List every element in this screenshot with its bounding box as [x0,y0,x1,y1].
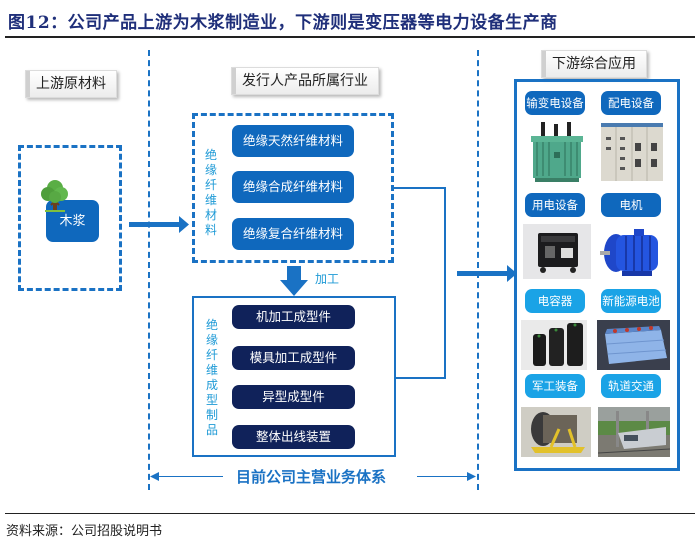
wood-pulp-node: 木浆 [46,200,99,242]
downstream-label: 轨道交通 [601,374,661,398]
upstream-box [18,145,122,291]
material-item: 绝缘合成纤维材料 [232,171,354,203]
products-vertical-label: 绝缘纤维成型制品 [205,318,218,437]
arrow-downstream-head [507,265,517,282]
process-arrow-head [280,280,308,296]
downstream-label: 军工装备 [525,374,585,398]
business-arrow-left [150,472,159,481]
product-item: 整体出线装置 [232,425,355,449]
material-item: 绝缘天然纤维材料 [232,125,354,157]
connector-vertical [444,187,446,379]
downstream-box [514,79,680,471]
wood-pulp-label: 木浆 [59,214,86,229]
source-note: 资料来源：公司招股说明书 [6,524,163,539]
battery-pack-image [597,320,670,370]
arrow-upstream-shaft [129,222,181,227]
product-item: 异型成型件 [232,385,355,409]
products-box [192,296,396,457]
product-item: 模具加工成型件 [232,346,355,370]
product-item: 机加工成型件 [232,305,355,329]
metro-train-image [598,407,670,457]
process-label: 加工 [315,272,340,286]
downstream-label: 配电设备 [601,91,661,115]
materials-box [192,113,394,263]
connector-products [396,377,446,379]
jet-engine-image [521,407,591,457]
transformer-image [531,122,583,182]
business-line-right [417,476,469,477]
capacitors-image [521,320,587,370]
arrow-upstream-head [179,216,189,233]
downstream-label: 用电设备 [525,193,585,217]
arrow-downstream-shaft [457,271,509,276]
process-arrow-shaft [287,266,301,281]
electric-motor-image [600,229,658,276]
tree-icon [41,180,68,212]
upstream-header: 上游原材料 [25,70,117,98]
source-rule [5,513,695,514]
connector-materials [394,187,446,189]
column-divider-right [477,50,479,490]
issuer-header: 发行人产品所属行业 [231,67,379,95]
materials-vertical-label: 绝缘纤维材料 [204,148,217,237]
downstream-label: 新能源电池 [601,289,661,313]
material-item: 绝缘复合纤维材料 [232,218,354,250]
title-rule [5,36,695,38]
business-system-label: 目前公司主营业务体系 [236,468,387,486]
column-divider-left [148,50,150,490]
business-line-left [158,476,223,477]
business-arrow-right [467,472,476,481]
downstream-label: 电容器 [525,289,585,313]
switchgear-image [601,123,663,181]
downstream-label: 输变电设备 [525,91,585,115]
downstream-header: 下游综合应用 [541,50,647,78]
downstream-label: 电机 [601,193,661,217]
generator-image [523,224,591,279]
figure-title: 图12：公司产品上游为木浆制造业，下游则是变压器等电力设备生产商 [8,13,558,33]
